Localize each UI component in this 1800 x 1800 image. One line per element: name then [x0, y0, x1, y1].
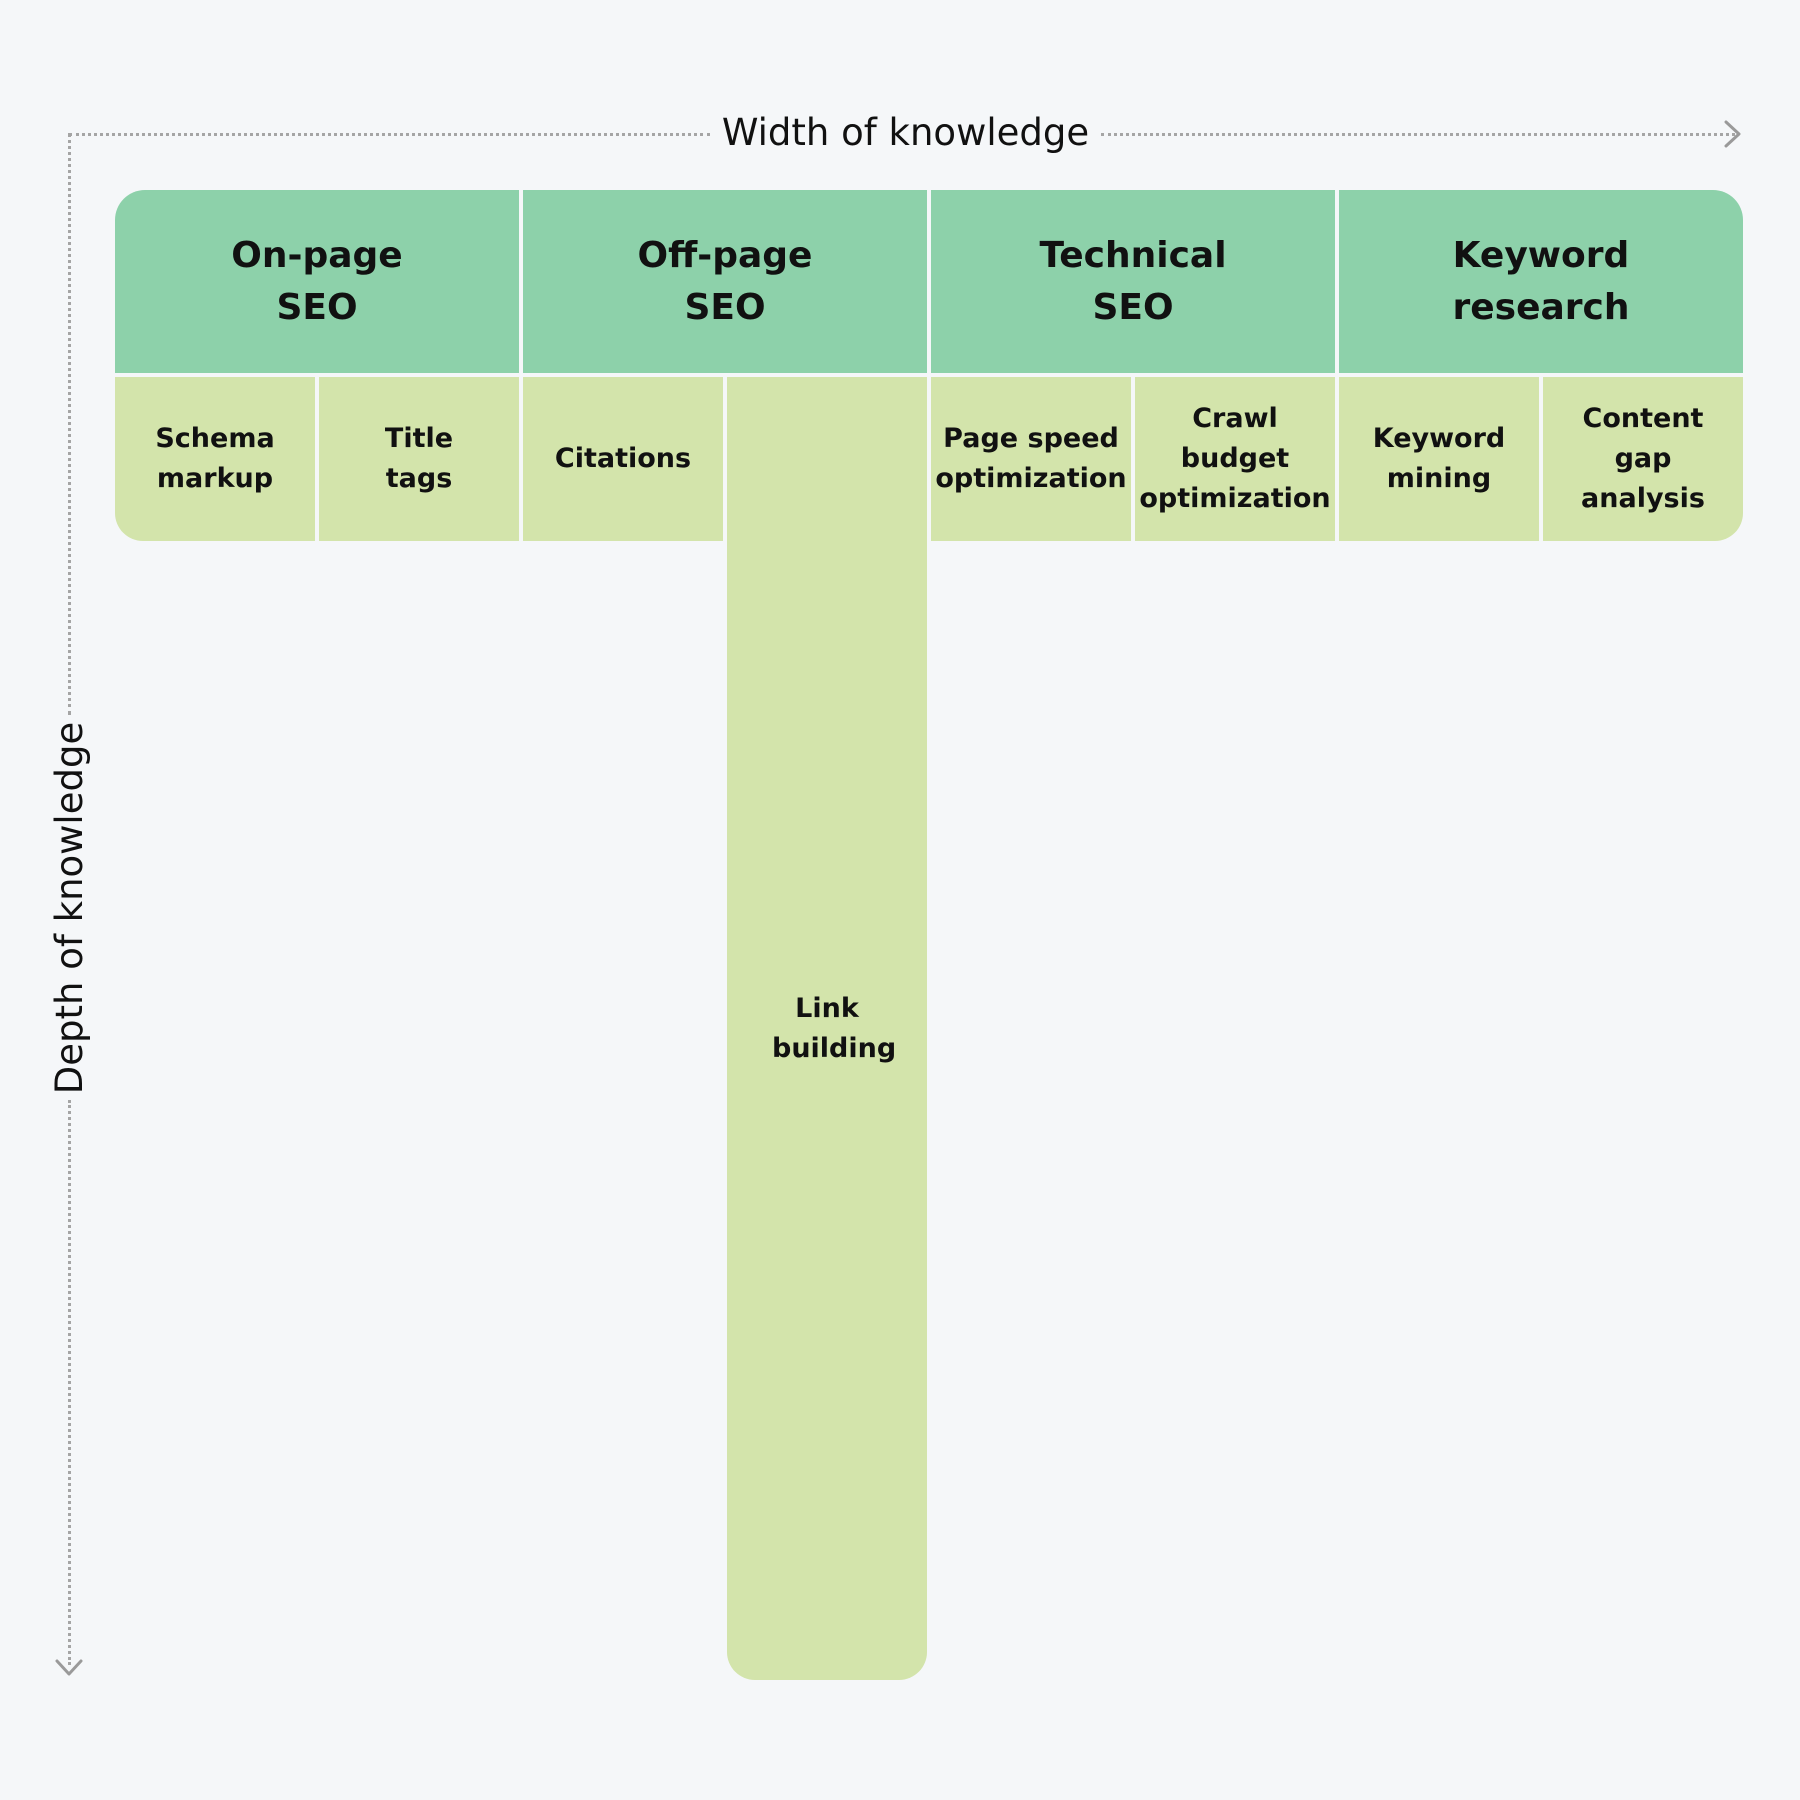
subtopic-label: Crawl budget optimization — [1139, 403, 1331, 514]
depth-axis-line-top — [68, 133, 71, 715]
category-keyword-research: Keyword research — [1339, 190, 1743, 373]
depth-axis-label: Depth of knowledge — [48, 721, 91, 1095]
category-label: Keyword research — [1452, 234, 1630, 328]
subtopic-label: Title tags — [384, 423, 454, 494]
subtopic-label: Content gap analysis — [1581, 403, 1705, 514]
subtopic-label: Citations — [554, 443, 692, 474]
subtopic-label: Page speed optimization — [935, 423, 1127, 494]
subtopic-link-building: Link building — [727, 377, 927, 1680]
subtopic-label: Schema markup — [155, 423, 275, 494]
subtopic-title-tags: Title tags — [319, 377, 519, 541]
width-axis-line-right — [1101, 133, 1735, 136]
width-axis-line-left — [69, 133, 710, 136]
category-label: Off-page SEO — [637, 234, 813, 328]
category-off-page-seo: Off-page SEO — [523, 190, 927, 373]
subtopic-keyword-mining: Keyword mining — [1339, 377, 1539, 541]
category-technical-seo: Technical SEO — [931, 190, 1335, 373]
subtopic-citations: Citations — [523, 377, 723, 541]
arrow-right-icon — [1724, 120, 1741, 148]
category-label: On-page SEO — [231, 234, 403, 328]
category-label: Technical SEO — [1039, 234, 1227, 328]
depth-axis-line-bottom — [68, 1100, 71, 1665]
subtopic-crawl-budget-optimization: Crawl budget optimization — [1135, 377, 1335, 541]
subtopic-schema-markup: Schema markup — [115, 377, 315, 541]
width-axis-label: Width of knowledge — [721, 111, 1090, 154]
subtopic-page-speed-optimization: Page speed optimization — [931, 377, 1131, 541]
subtopic-content-gap-analysis: Content gap analysis — [1543, 377, 1743, 541]
subtopic-label: Keyword mining — [1372, 423, 1506, 494]
arrow-down-icon — [55, 1659, 83, 1676]
category-on-page-seo: On-page SEO — [115, 190, 519, 373]
subtopic-label: Link building — [772, 992, 897, 1064]
